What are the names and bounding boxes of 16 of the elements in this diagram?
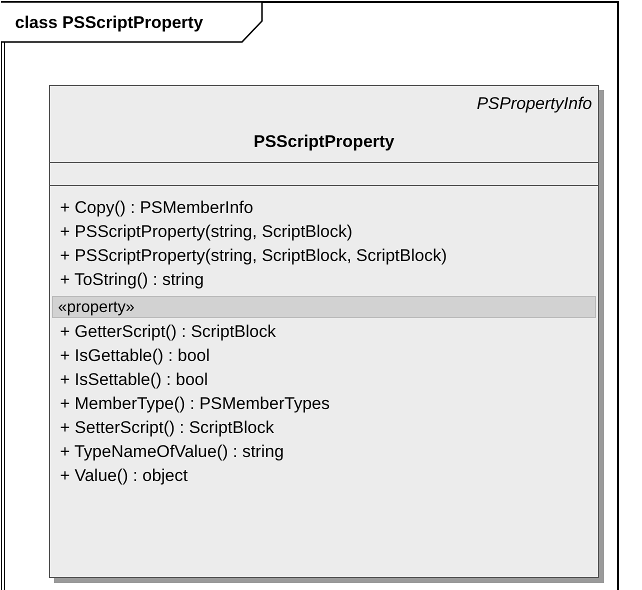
frame-title: class PSScriptProperty xyxy=(15,13,204,33)
operation-text: + IsGettable() : bool xyxy=(60,346,210,366)
operation-text: + Value() : object xyxy=(60,466,188,486)
diagram-frame xyxy=(1,1,619,590)
operation-text: + IsSettable() : bool xyxy=(60,370,208,390)
operation-text: + TypeNameOfValue() : string xyxy=(60,442,284,462)
parent-class-name: PSPropertyInfo xyxy=(476,94,592,114)
stereotype-label: «property» xyxy=(52,296,596,318)
operation-text: + MemberType() : PSMemberTypes xyxy=(60,394,330,414)
operation-text: + GetterScript() : ScriptBlock xyxy=(60,322,276,342)
operation-text: + SetterScript() : ScriptBlock xyxy=(60,418,274,438)
operation-text: + ToString() : string xyxy=(60,270,204,290)
operation-text: + PSScriptProperty(string, ScriptBlock, ScriptBlock) xyxy=(60,246,447,266)
class-name: PSScriptProperty xyxy=(254,132,394,152)
operation-text: + Copy() : PSMemberInfo xyxy=(60,198,254,218)
operation-text: + PSScriptProperty(string, ScriptBlock) xyxy=(60,222,352,242)
